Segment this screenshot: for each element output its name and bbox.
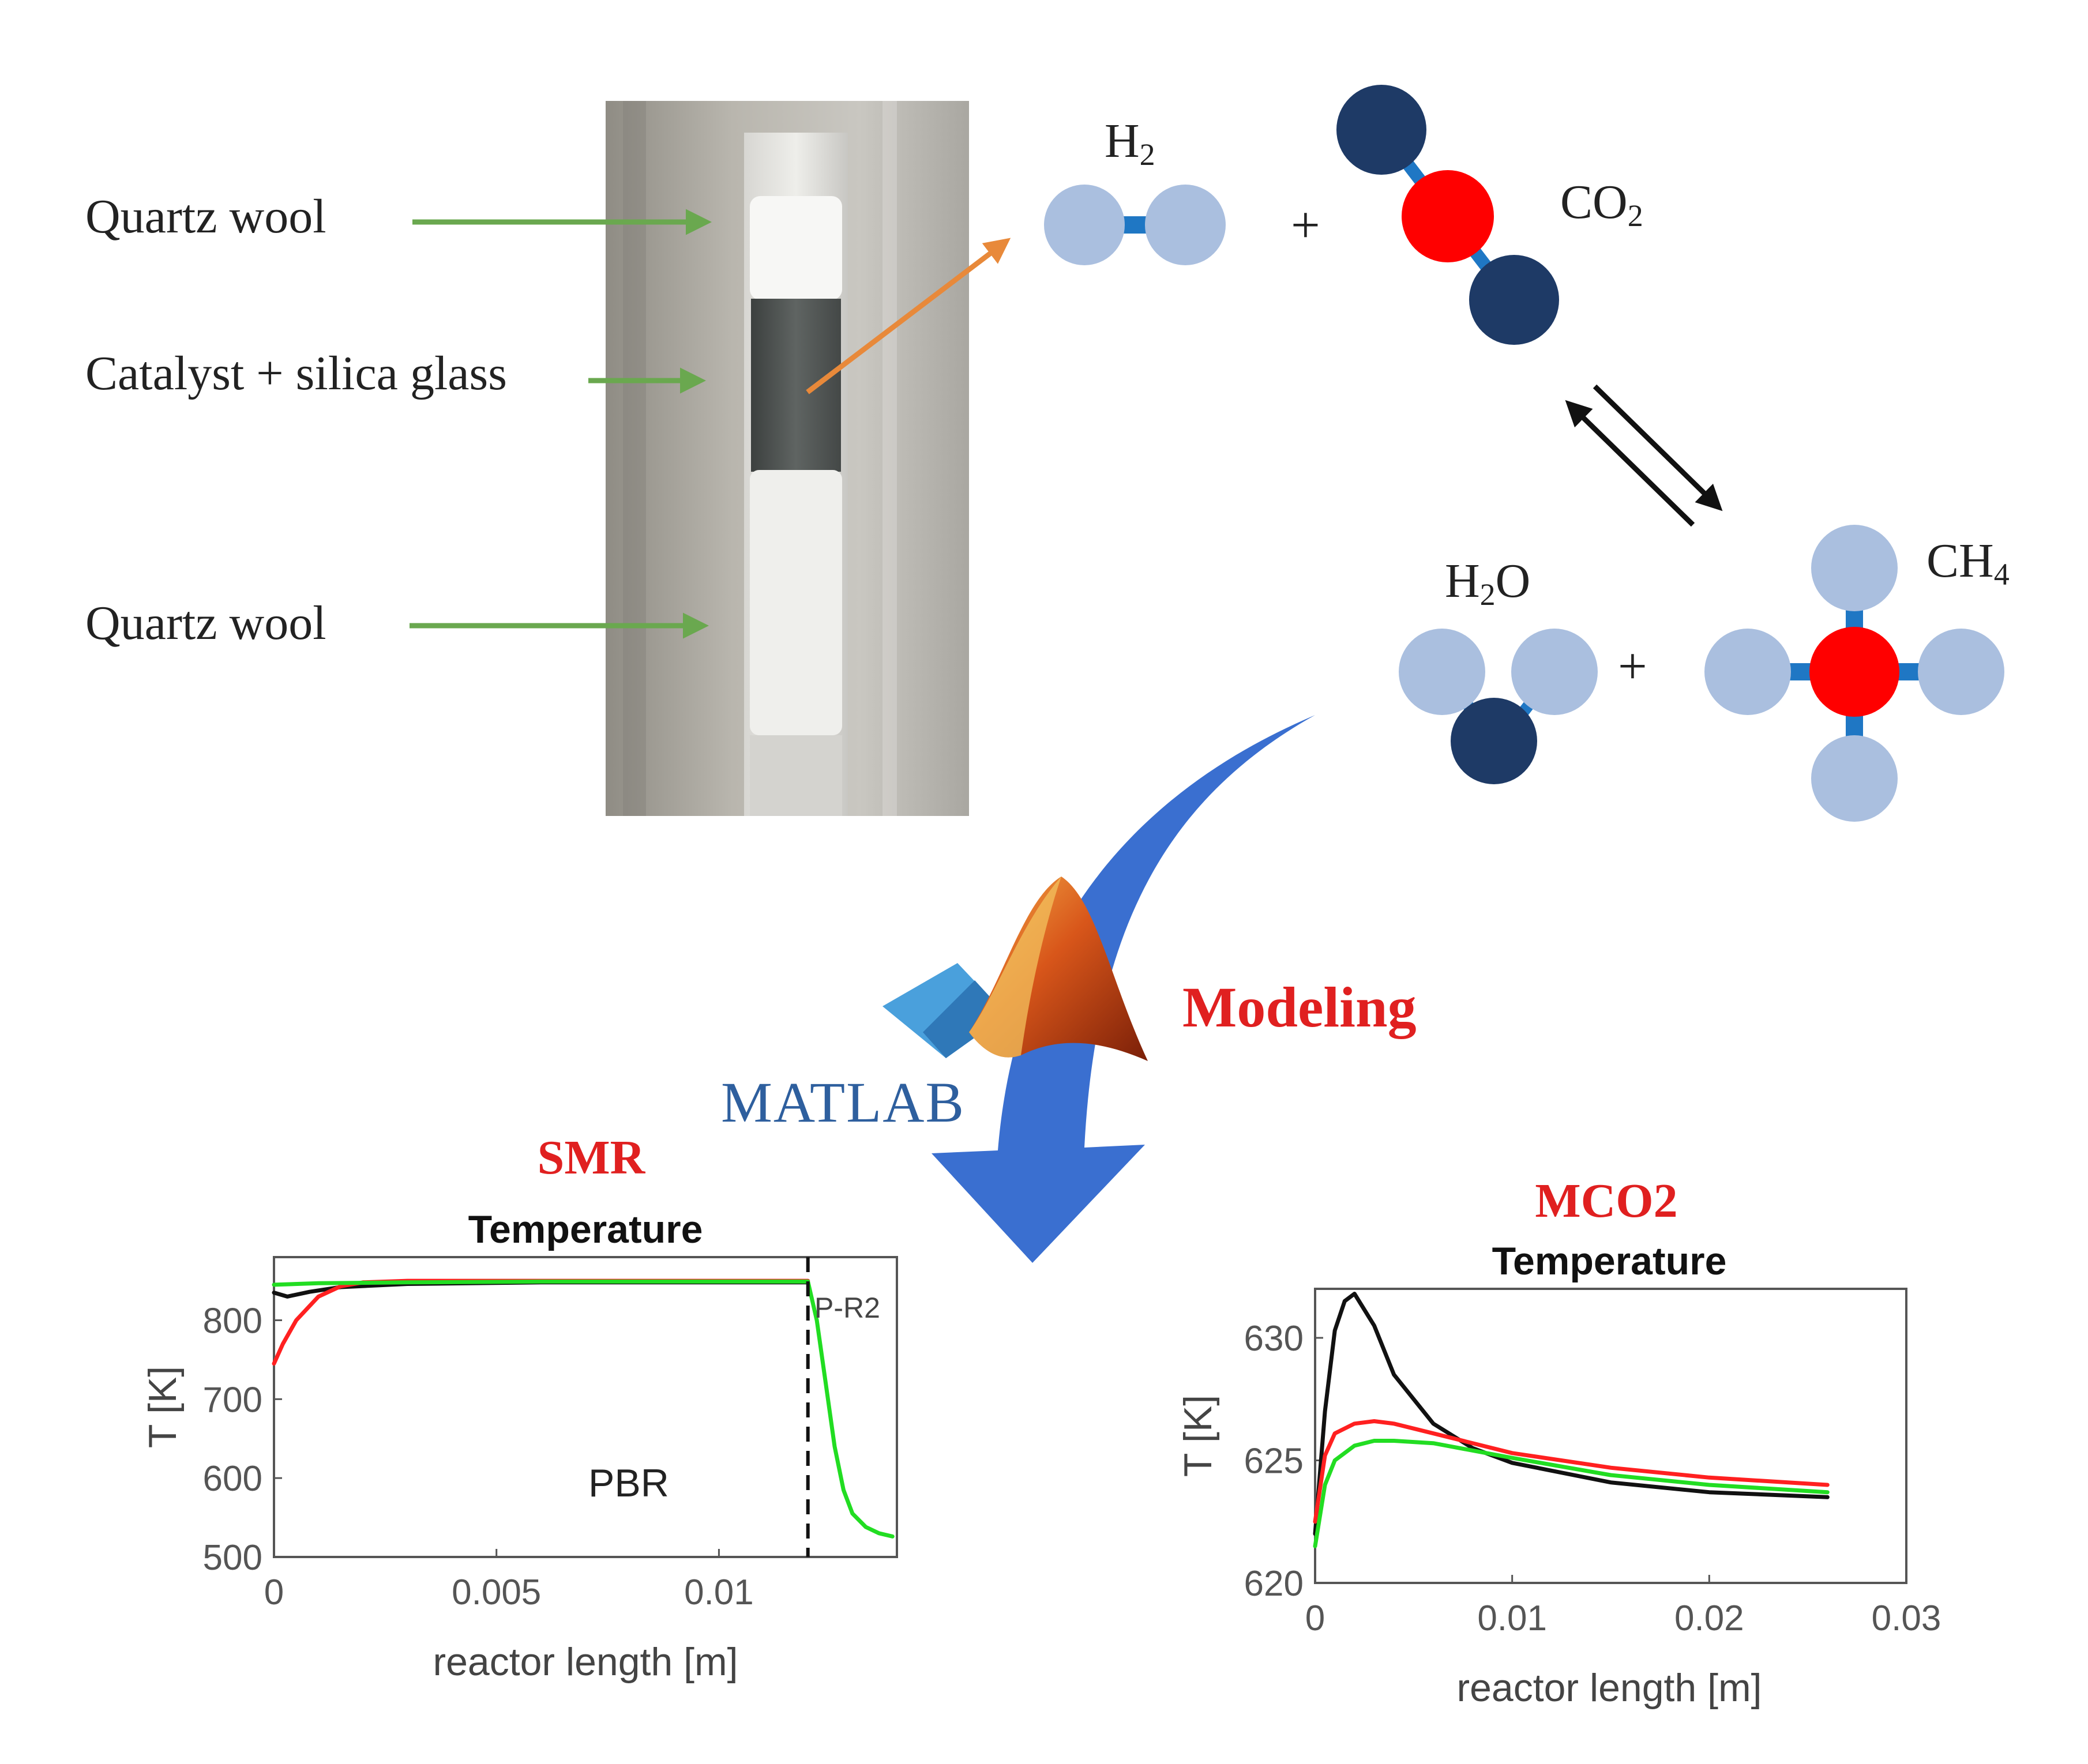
ch4-molecule: [1704, 525, 2004, 822]
smr-xtick-label: 0.005: [452, 1573, 541, 1612]
h2-label: H2: [1105, 114, 1155, 172]
quartz-wool-bottom-plug: [750, 470, 842, 735]
label-quartz-wool-bottom: Quartz wool: [85, 596, 326, 650]
mco2-series-line-2: [1313, 1419, 1830, 1524]
mco2-series-line-1: [1313, 1292, 1830, 1536]
ch4-label: CH4: [1926, 534, 2010, 592]
mco2-xlabel: reactor length [m]: [1456, 1666, 1762, 1710]
smr-ylabel: T [K]: [141, 1366, 185, 1448]
mco2-plot-frame: [1314, 1288, 1907, 1584]
smr-series-line-3: [272, 1279, 895, 1539]
mco2-xtick-label: 0: [1305, 1598, 1325, 1638]
co2-molecule: [1336, 85, 1559, 345]
smr-chart: SMR Temperature 0 0.005 0.01 500 600 700 800 P…: [141, 1131, 898, 1684]
reactor-photo: [606, 101, 969, 816]
smr-xtick-label: 0.01: [684, 1573, 754, 1612]
smr-xlabel: reactor length [m]: [433, 1640, 738, 1684]
plus-sign-top: +: [1291, 197, 1320, 254]
plus-sign-bottom: +: [1618, 638, 1647, 695]
label-catalyst-silica: Catalyst + silica glass: [85, 347, 507, 400]
mco2-xtick-label: 0.01: [1477, 1598, 1547, 1638]
mco2-ytick-label: 625: [1244, 1442, 1304, 1481]
h2o-label: H2O: [1445, 554, 1530, 612]
h2-molecule: [1044, 185, 1226, 265]
smr-ytick-label: 500: [203, 1538, 262, 1578]
modeling-flow-arrow: [932, 715, 1315, 1263]
equilibrium-arrows: [1565, 384, 1723, 527]
mco2-series-line-3: [1313, 1439, 1830, 1548]
mco2-heading: MCO2: [1535, 1174, 1677, 1228]
smr-annotation-pr2: P-R2: [814, 1292, 880, 1324]
matlab-wordmark: MATLAB: [721, 1070, 965, 1134]
smr-xtick-label: 0: [264, 1573, 284, 1612]
mco2-xtick-label: 0.03: [1872, 1598, 1941, 1638]
smr-annotation-pbr: PBR: [588, 1461, 669, 1505]
co2-label: CO2: [1560, 175, 1643, 233]
mco2-plot-area: 0 0.01 0.02 0.03 620 625 630: [1244, 1292, 1941, 1638]
smr-title: Temperature: [468, 1208, 703, 1251]
smr-plot-area: 0 0.005 0.01 500 600 700 800: [203, 1278, 895, 1612]
label-quartz-wool-top: Quartz wool: [85, 190, 326, 243]
smr-plot-frame: [273, 1256, 898, 1558]
mco2-ytick-label: 620: [1244, 1564, 1304, 1604]
smr-ytick-label: 800: [203, 1301, 262, 1341]
smr-ytick-label: 700: [203, 1380, 262, 1420]
smr-heading: SMR: [538, 1131, 646, 1184]
quartz-wool-top-plug: [750, 196, 842, 300]
h2o-molecule: [1399, 629, 1598, 784]
mco2-ylabel: T [K]: [1176, 1395, 1220, 1477]
catalyst-bed: [751, 299, 841, 472]
mco2-xtick-label: 0.02: [1674, 1598, 1744, 1638]
matlab-logo-icon: [882, 877, 1148, 1061]
mco2-title: Temperature: [1492, 1239, 1727, 1283]
mco2-ytick-label: 630: [1244, 1319, 1304, 1359]
arrow-catalyst-to-reaction: [806, 238, 1011, 394]
modeling-label: Modeling: [1182, 975, 1417, 1039]
smr-ytick-label: 600: [203, 1459, 262, 1499]
